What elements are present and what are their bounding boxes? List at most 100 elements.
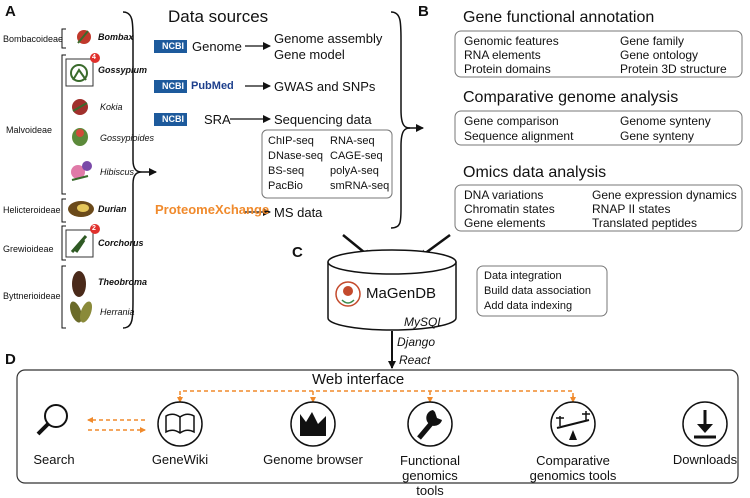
data-sources-title: Data sources bbox=[168, 7, 269, 26]
ncbi-logo: NCBI bbox=[162, 41, 184, 51]
omics-item: RNAP II states bbox=[592, 202, 671, 216]
web-links bbox=[87, 390, 576, 433]
downloads-icon bbox=[682, 401, 728, 447]
web-interface-box bbox=[16, 369, 739, 484]
species-icons bbox=[65, 30, 94, 323]
annotation-item: RNA elements bbox=[464, 48, 541, 62]
species-label: Theobroma bbox=[98, 277, 148, 287]
proteomexchange-logo: ProteomeXchange bbox=[155, 202, 270, 217]
tool-label-functional[interactable]: Functional genomics tools bbox=[400, 453, 460, 498]
theobroma-icon bbox=[72, 271, 86, 297]
seq-type: DNase-seq bbox=[268, 150, 324, 162]
db-feature: Data integration bbox=[484, 270, 562, 282]
comparative-item: Genome synteny bbox=[620, 114, 711, 128]
annotation-item: Protein 3D structure bbox=[620, 62, 727, 76]
omics-item: DNA variations bbox=[464, 188, 544, 202]
database-name: MaGenDB bbox=[366, 285, 437, 302]
comparative-title: Comparative genome analysis bbox=[463, 89, 679, 106]
omics-item: Gene elements bbox=[464, 216, 546, 230]
tool-label-comparative[interactable]: Comparative genomics tools bbox=[529, 453, 617, 483]
species-label: Gossypium bbox=[98, 65, 148, 75]
seq-type: PacBio bbox=[268, 180, 303, 192]
herrania-icon bbox=[69, 301, 83, 323]
db-feature: Build data association bbox=[484, 285, 592, 297]
ncbi-logos bbox=[154, 40, 187, 126]
tool-label-downloads[interactable]: Downloads bbox=[672, 452, 738, 467]
annotation-box bbox=[454, 30, 743, 78]
output-sequencing-data: Sequencing data bbox=[274, 112, 372, 127]
omics-item: Translated peptides bbox=[592, 216, 697, 230]
stack-item: Django bbox=[397, 335, 436, 349]
source-arrows bbox=[230, 42, 271, 216]
annotation-item: Genomic features bbox=[464, 34, 559, 48]
omics-box bbox=[454, 184, 743, 232]
genewiki-icon bbox=[157, 401, 203, 447]
species-label: Herrania bbox=[100, 307, 135, 317]
gossypium-badge: 4 bbox=[92, 54, 96, 61]
functional-tools-icon bbox=[407, 401, 453, 447]
tool-label-genewiki[interactable]: GeneWiki bbox=[151, 452, 209, 467]
panel-c-label: C bbox=[292, 244, 303, 261]
comparative-box bbox=[454, 110, 743, 146]
source-genome: Genome bbox=[192, 39, 242, 54]
db-feature: Add data indexing bbox=[484, 300, 573, 312]
output-ms-data: MS data bbox=[274, 205, 323, 220]
seq-types-box bbox=[261, 129, 393, 199]
seq-type: BS-seq bbox=[268, 165, 305, 177]
comparative-item: Gene synteny bbox=[620, 129, 695, 143]
subfamily-label: Grewioideae bbox=[3, 244, 54, 254]
output-gwas: GWAS and SNPs bbox=[274, 79, 376, 94]
seq-type: CAGE-seq bbox=[330, 150, 383, 162]
pubmed-logo: PubMed bbox=[191, 80, 234, 92]
species-label: Kokia bbox=[100, 102, 123, 112]
seq-type: polyA-seq bbox=[330, 165, 379, 177]
output-gene-model: Gene model bbox=[274, 47, 345, 62]
ncbi-logo: NCBI bbox=[162, 81, 184, 91]
comparative-item: Gene comparison bbox=[464, 114, 559, 128]
subfamily-label: Malvoideae bbox=[6, 125, 53, 135]
hibiscus-icon bbox=[71, 165, 85, 179]
search-icon bbox=[36, 404, 68, 436]
annotation-item: Gene ontology bbox=[620, 48, 699, 62]
omics-item: Gene expression dynamics bbox=[592, 188, 737, 202]
panel-d-label: D bbox=[5, 351, 16, 368]
database-cylinder bbox=[327, 249, 457, 331]
ncbi-logo: NCBI bbox=[162, 114, 184, 124]
comparative-item: Sequence alignment bbox=[464, 129, 574, 143]
omics-item: Chromatin states bbox=[464, 202, 555, 216]
annotation-item: Gene family bbox=[620, 34, 685, 48]
species-label: Corchorus bbox=[98, 238, 144, 248]
panel-b-label: B bbox=[418, 3, 429, 20]
sources-brace bbox=[390, 11, 411, 229]
db-features-box bbox=[476, 265, 608, 317]
species-label: Bombax bbox=[98, 32, 134, 42]
subfamily-label: Helicteroideae bbox=[3, 205, 61, 215]
seq-type: smRNA-seq bbox=[330, 180, 390, 192]
panel-a-label: A bbox=[5, 3, 16, 20]
omics-title: Omics data analysis bbox=[463, 164, 607, 181]
seq-type: ChIP-seq bbox=[268, 135, 314, 147]
seq-type: RNA-seq bbox=[330, 135, 375, 147]
comparative-tools-icon bbox=[550, 401, 596, 447]
source-sra: SRA bbox=[204, 112, 231, 127]
web-interface-title: Web interface bbox=[312, 371, 405, 388]
species-label: Durian bbox=[98, 204, 127, 214]
stack-item: React bbox=[399, 353, 431, 367]
subfamily-label: Byttnerioideae bbox=[3, 291, 61, 301]
corchorus-badge: 2 bbox=[92, 225, 96, 232]
genome-browser-icon bbox=[290, 401, 336, 447]
species-brackets bbox=[61, 28, 66, 329]
corchorus-icon bbox=[70, 235, 88, 253]
tool-label-genome-browser[interactable]: Genome browser bbox=[263, 452, 363, 467]
annotation-title: Gene functional annotation bbox=[463, 9, 655, 26]
output-genome-assembly: Genome assembly bbox=[274, 31, 383, 46]
annotation-item: Protein domains bbox=[464, 62, 551, 76]
stack-item: MySQL bbox=[404, 315, 445, 329]
species-label: Hibiscus bbox=[100, 167, 135, 177]
tool-label-search[interactable]: Search bbox=[33, 452, 75, 467]
species-label: Gossypioides bbox=[100, 133, 155, 143]
subfamily-label: Bombacoideae bbox=[3, 34, 64, 44]
species-badges bbox=[90, 53, 100, 234]
